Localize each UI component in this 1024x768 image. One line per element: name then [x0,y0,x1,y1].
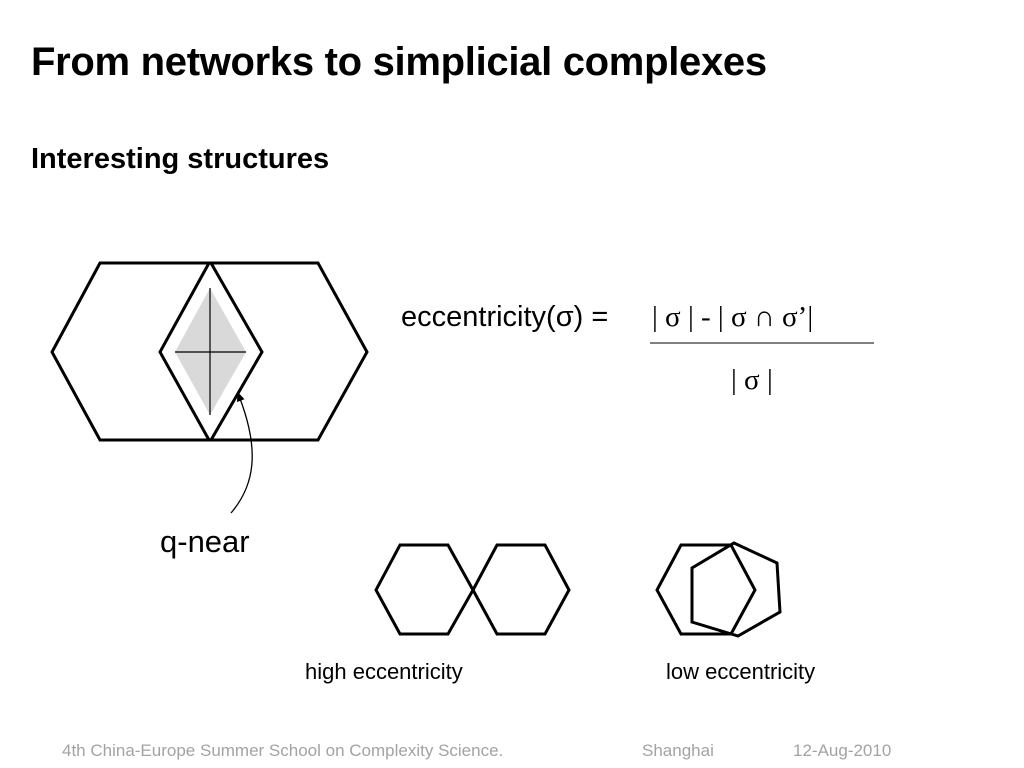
low-eccentricity-diagram: low eccentricity [655,541,815,684]
high-right-hexagon [471,543,571,636]
footer-school: 4th China-Europe Summer School on Comple… [62,741,504,760]
formula-numerator: | σ | - | σ ∩ σ’| [652,301,813,333]
q-near-arrow [230,391,253,514]
footer-date: 12-Aug-2010 [793,741,892,760]
slide-subtitle: Interesting structures [31,143,330,175]
high-left-hexagon [374,543,475,636]
right-hexagon [158,261,369,442]
footer-city: Shanghai [642,741,714,760]
low-second-hexagon [690,541,782,638]
eccentricity-formula: eccentricity(σ) = | σ | - | σ ∩ σ’| | σ … [401,301,874,396]
q-near-label: q-near [160,524,250,559]
formula-denominator: | σ | [731,364,773,396]
low-eccentricity-label: low eccentricity [666,659,815,684]
high-eccentricity-diagram: high eccentricity [305,543,571,684]
q-near-diagram: q-near [50,261,369,559]
formula-lhs: eccentricity(σ) = [401,301,608,333]
slide-title: From networks to simplicial complexes [31,40,767,84]
high-eccentricity-label: high eccentricity [305,659,463,684]
